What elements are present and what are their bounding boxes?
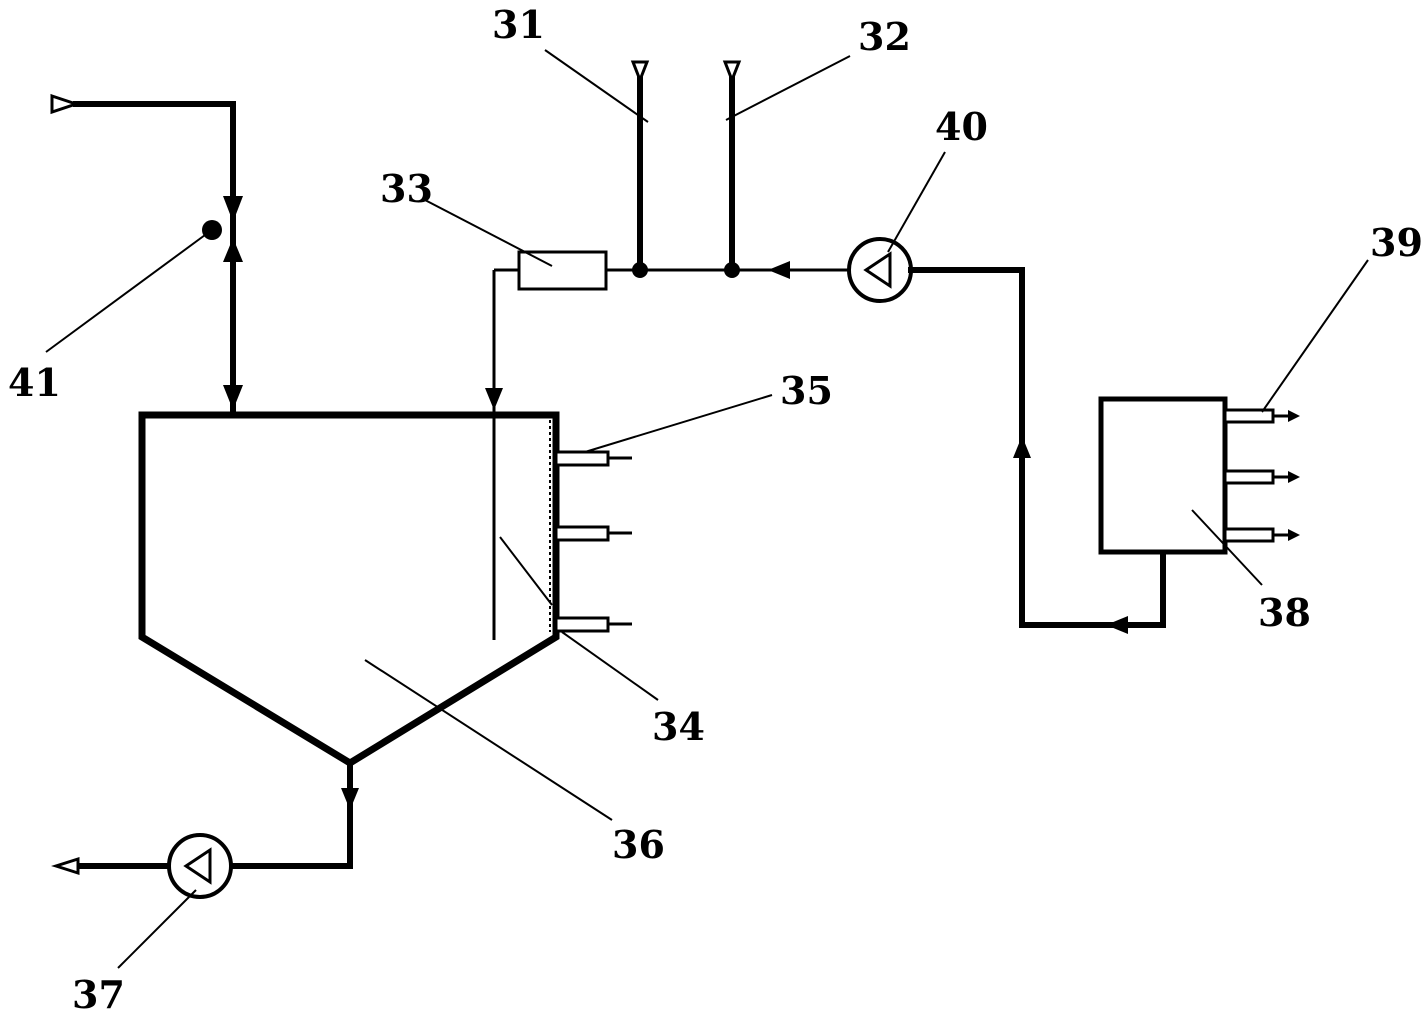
leader-36 [364,659,613,821]
top-flow-arrow [768,261,790,279]
leader-34a [499,536,553,606]
outlet-discharge-arrow [51,856,80,876]
return-flow-arrow-up [1013,436,1031,458]
dip-pipe-flow-arrow [485,388,503,410]
leader-40 [887,151,946,253]
leader-37 [117,889,197,969]
leader-38 [1191,509,1263,586]
label-35: 35 [780,368,833,413]
vessel-36 [138,411,560,768]
bottom-outlet-line [51,763,359,899]
label-32: 32 [858,14,911,59]
leader-32 [725,55,851,121]
feed-line [50,93,243,415]
return-flow-arrow-left [1106,616,1128,634]
label-37: 37 [72,972,125,1014]
feed-flow-arrow-into-vessel [223,385,243,410]
feed-flow-arrow-up [223,238,243,262]
leader-41 [45,234,206,353]
label-39: 39 [1370,220,1422,265]
vessel-nozzle [554,525,632,542]
vessel-nozzle [554,450,632,467]
unit-outlet [1223,527,1300,543]
junction-32 [724,262,740,278]
label-31: 31 [492,2,545,47]
labels: 31 32 33 40 39 41 35 34 38 36 37 [8,2,1422,1014]
valve-41 [202,220,222,240]
return-pipe [908,267,1166,628]
feed-flow-arrow-down [223,196,243,222]
leader-lines [45,49,1369,969]
pump-40 [847,237,913,303]
unit-outlet [1223,408,1300,424]
leader-39 [1261,259,1369,413]
feed-inlet-arrow [50,93,81,115]
unit-38 [1098,396,1300,555]
vessel-nozzle [554,616,632,633]
leader-31 [544,49,649,123]
unit-outlet [1223,469,1300,485]
unit-outlets-39 [1223,408,1300,543]
dosing-inlet-arrow-32 [722,60,742,85]
leader-34b [561,631,659,701]
label-40: 40 [935,104,988,149]
junction-31 [632,262,648,278]
vessel-nozzles-35 [554,450,632,633]
label-34: 34 [652,704,705,749]
filter-33 [517,250,608,291]
label-41: 41 [8,360,61,405]
leader-35 [584,394,773,453]
recirculation-line [494,60,1166,634]
outlet-pipe [228,763,353,869]
outlet-flow-arrow [341,788,359,810]
unit-38-box [1098,396,1228,555]
leader-33 [424,199,553,267]
label-38: 38 [1258,590,1311,635]
label-36: 36 [612,822,665,867]
pump-37 [167,833,233,899]
label-33: 33 [380,166,433,211]
dosing-inlet-arrow-31 [630,60,650,85]
feed-pipe [73,101,236,415]
